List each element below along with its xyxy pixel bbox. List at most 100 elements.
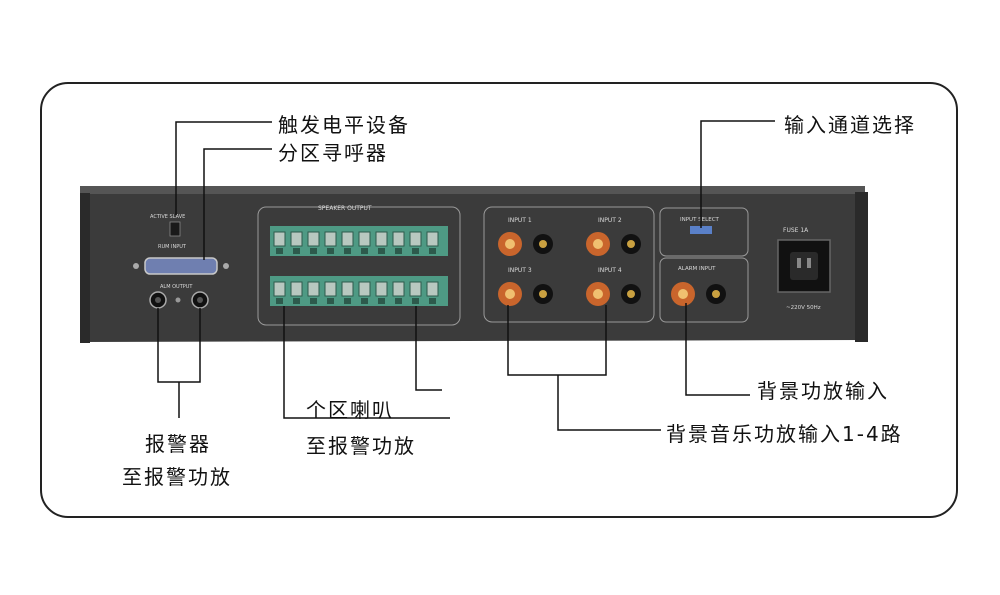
label-to-alarm-amp-left: 至报警功放 <box>122 465 232 489</box>
bottom-block-terminal-slot <box>361 298 368 304</box>
input-select-frame <box>659 207 749 257</box>
bottom-block-terminal[interactable] <box>324 281 337 297</box>
mode-switch[interactable] <box>169 221 181 237</box>
alarm-jack-2-hole <box>197 297 203 303</box>
line-bg-music-label <box>557 375 661 431</box>
top-block-terminal-slot <box>429 248 436 254</box>
active-slave-label: ACTIVE SLAVE <box>150 214 185 220</box>
input3-binding-post-black[interactable] <box>533 284 553 304</box>
label-trigger-device: 触发电平设备 <box>278 113 410 137</box>
input3-label: INPUT 3 <box>508 267 532 274</box>
line-to-alarm-amp <box>283 306 450 419</box>
alm-output-label: ALM OUTPUT <box>160 284 193 290</box>
alarm-input-post-red[interactable] <box>671 282 695 306</box>
terminal-block-bottom[interactable] <box>270 276 448 306</box>
bottom-block-terminal[interactable] <box>290 281 303 297</box>
input2-binding-post-black[interactable] <box>621 234 641 254</box>
top-block-terminal-slot <box>276 248 283 254</box>
input-block-frame <box>483 206 655 323</box>
top-block-terminal-slot <box>344 248 351 254</box>
top-block-terminal[interactable] <box>358 231 371 247</box>
top-block-terminal-slot <box>293 248 300 254</box>
alarm-input-label: ALARM INPUT <box>678 266 716 272</box>
top-block-terminal-slot <box>310 248 317 254</box>
speaker-output-label: SPEAKER OUTPUT <box>318 205 372 212</box>
chassis-right-edge <box>855 192 868 342</box>
top-block-terminal-slot <box>395 248 402 254</box>
label-zone-speaker: 个区喇叭 <box>306 398 394 422</box>
top-block-terminal[interactable] <box>392 231 405 247</box>
top-block-terminal[interactable] <box>290 231 303 247</box>
bottom-block-terminal-slot <box>429 298 436 304</box>
panel-led <box>175 297 181 303</box>
top-block-terminal[interactable] <box>324 231 337 247</box>
line-zone-pager <box>203 148 272 260</box>
input2-binding-post-red[interactable] <box>586 232 610 256</box>
input1-binding-post-black[interactable] <box>533 234 553 254</box>
bottom-block-terminal[interactable] <box>358 281 371 297</box>
input1-binding-post-red[interactable] <box>498 232 522 256</box>
speaker-output-frame <box>257 206 461 326</box>
label-bg-amp-input: 背景功放输入 <box>757 379 889 403</box>
bottom-block-terminal-slot <box>344 298 351 304</box>
power-pin-1 <box>797 258 801 268</box>
power-socket-inner <box>790 252 818 280</box>
top-block-terminal[interactable] <box>409 231 422 247</box>
bottom-block-terminal-slot <box>310 298 317 304</box>
input1-label: INPUT 1 <box>508 217 532 224</box>
input4-binding-post-red[interactable] <box>586 282 610 306</box>
top-block-terminal[interactable] <box>375 231 388 247</box>
line-bg-amp-input <box>685 303 750 396</box>
bottom-block-terminal-slot <box>378 298 385 304</box>
terminal-block-top[interactable] <box>270 226 448 256</box>
input4-binding-post-black[interactable] <box>621 284 641 304</box>
bottom-block-terminal[interactable] <box>307 281 320 297</box>
input2-label: INPUT 2 <box>598 217 622 224</box>
rum-input-label: RUM INPUT <box>158 244 187 250</box>
top-block-terminal-slot <box>378 248 385 254</box>
fuse-label: FUSE 1A <box>783 227 809 234</box>
chassis-top-edge <box>80 186 865 194</box>
outer-frame <box>40 82 958 518</box>
label-zone-pager: 分区寻呼器 <box>278 141 388 165</box>
alarm-input-post-black[interactable] <box>706 284 726 304</box>
bottom-block-terminal-slot <box>327 298 334 304</box>
alarm-jack-1-hole <box>155 297 161 303</box>
top-block-terminal[interactable] <box>341 231 354 247</box>
alarm-input-frame <box>659 257 749 323</box>
line-zone-speaker <box>415 306 442 391</box>
bottom-block-terminal-slot <box>276 298 283 304</box>
top-block-terminal-slot <box>361 248 368 254</box>
line-input-select <box>700 120 775 228</box>
db25-connector[interactable] <box>144 257 218 275</box>
line-trigger-device <box>175 121 272 215</box>
voltage-label: ~220V 50Hz <box>786 305 821 311</box>
chassis-left-edge <box>80 193 90 343</box>
bottom-block-terminal[interactable] <box>273 281 286 297</box>
label-input-channel-select: 输入通道选择 <box>784 113 916 137</box>
bottom-block-terminal[interactable] <box>375 281 388 297</box>
label-to-alarm-amp-center: 至报警功放 <box>306 434 416 458</box>
top-block-terminal-slot <box>327 248 334 254</box>
input3-binding-post-red[interactable] <box>498 282 522 306</box>
bottom-block-terminal-slot <box>293 298 300 304</box>
screw-right <box>223 263 229 269</box>
label-alarm: 报警器 <box>145 432 211 456</box>
top-block-terminal[interactable] <box>307 231 320 247</box>
bottom-block-terminal-slot <box>395 298 402 304</box>
power-pin-2 <box>807 258 811 268</box>
bottom-block-terminal-slot <box>412 298 419 304</box>
bottom-block-terminal[interactable] <box>426 281 439 297</box>
bottom-block-terminal[interactable] <box>341 281 354 297</box>
top-block-terminal-slot <box>412 248 419 254</box>
top-block-terminal[interactable] <box>426 231 439 247</box>
line-bg-music-inputs <box>507 305 607 376</box>
bottom-block-terminal[interactable] <box>409 281 422 297</box>
label-bg-music-amp-input: 背景音乐功放输入1-4路 <box>666 422 903 446</box>
callout-lines <box>157 120 775 431</box>
top-block-terminal[interactable] <box>273 231 286 247</box>
bottom-block-terminal[interactable] <box>392 281 405 297</box>
dip-switch[interactable] <box>690 226 712 234</box>
screw-left <box>133 263 139 269</box>
